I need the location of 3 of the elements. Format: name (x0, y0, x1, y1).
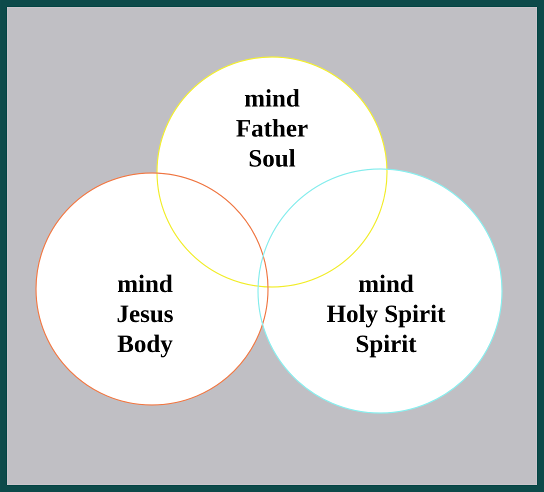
circle-label: mind Holy Spirit Spirit (327, 274, 446, 358)
circle-label: mind Father Soul (236, 89, 308, 167)
circle-label: mind Jesus Body (118, 274, 173, 358)
